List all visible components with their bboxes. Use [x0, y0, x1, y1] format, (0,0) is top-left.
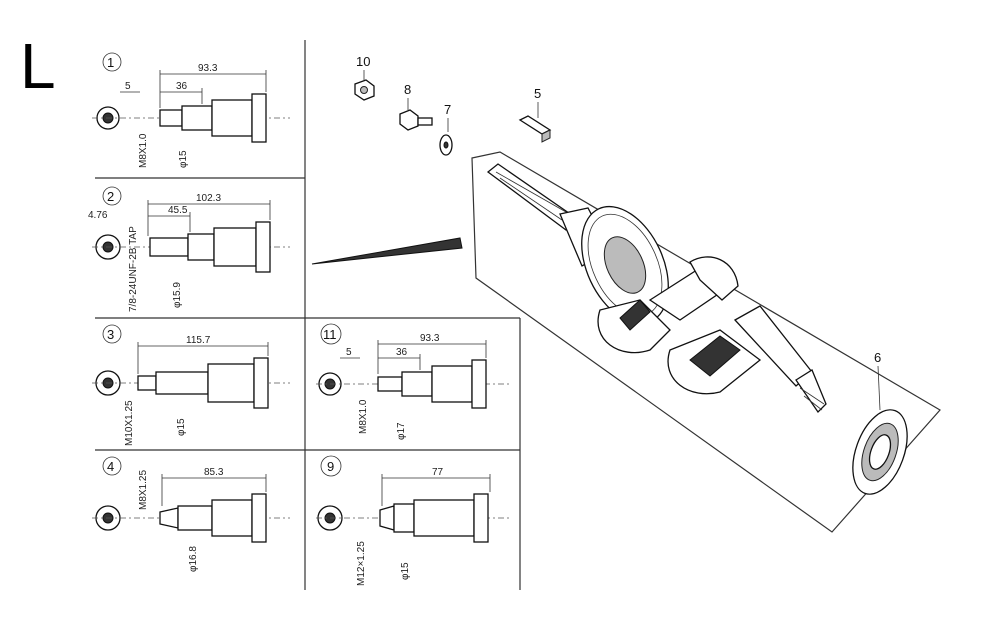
variant-2-offset: 4.76	[88, 210, 108, 221]
variant-2-thread: 7/8-24UNF-2B TAP	[128, 226, 139, 312]
variant-9-length: 77	[432, 467, 444, 478]
variant-1-diameter: φ15	[178, 150, 189, 168]
variant-11-length: 93.3	[420, 333, 440, 344]
variant-id-11: 11	[323, 327, 337, 342]
variant-id-3: 3	[107, 327, 114, 342]
part-7-washer: 7	[439, 102, 453, 156]
callout-5: 5	[534, 86, 541, 101]
part-8-bolt: 8	[399, 82, 433, 131]
panel-grid	[95, 40, 521, 590]
variant-panel-11: 11 93.3 36 5 M8X1.0 φ17	[316, 323, 510, 440]
variant-2-length: 102.3	[196, 193, 221, 204]
variant-3-diameter: φ15	[176, 418, 187, 436]
crankshaft-assembly: 6	[471, 151, 941, 533]
variant-11-sublength: 36	[396, 347, 408, 358]
variant-panel-4: 4 85.3 M8X1.25 φ16.8	[92, 456, 290, 572]
variant-panel-1: 1 93.3 36 5 M8X1.0 φ15	[92, 52, 290, 168]
variant-id-2: 2	[107, 189, 114, 204]
variant-4-length: 85.3	[204, 467, 224, 478]
callout-8: 8	[404, 82, 411, 97]
variant-11-thread: M8X1.0	[358, 399, 369, 434]
variant-3-thread: M10X1.25	[124, 400, 135, 446]
variant-1-sublength: 36	[176, 81, 188, 92]
callout-10: 10	[356, 54, 370, 69]
variant-1-length: 93.3	[198, 63, 218, 74]
section-letter: L	[20, 30, 56, 102]
variant-panel-9: 9 77 M12×1.25 φ15	[316, 455, 510, 586]
variant-11-offset: 5	[346, 347, 352, 358]
variant-id-1: 1	[107, 55, 114, 70]
part-5-key: 5	[518, 86, 552, 143]
variant-4-thread: M8X1.25	[138, 470, 149, 510]
variant-panel-2: 2 102.3 45.5 4.76 7/8-24UNF-2B TAP φ15.9	[88, 186, 290, 312]
variant-11-diameter: φ17	[396, 422, 407, 440]
variant-id-9: 9	[327, 459, 334, 474]
variant-2-sublength: 45.5	[168, 205, 188, 216]
variant-1-offset: 5	[125, 81, 131, 92]
variant-9-diameter: φ15	[400, 562, 411, 580]
part-10-nut: 10	[354, 54, 375, 101]
callout-7: 7	[444, 102, 451, 117]
variant-4-diameter: φ16.8	[188, 546, 199, 572]
variant-3-length: 115.7	[186, 335, 211, 346]
variant-panel-3: 3 115.7 M10X1.25 φ15	[92, 324, 290, 446]
variant-1-thread: M8X1.0	[138, 133, 149, 168]
pointer-arrow	[311, 237, 463, 265]
variant-2-diameter: φ15.9	[172, 282, 183, 308]
variant-9-thread: M12×1.25	[356, 541, 367, 586]
callout-6: 6	[874, 350, 881, 365]
variant-id-4: 4	[107, 459, 114, 474]
